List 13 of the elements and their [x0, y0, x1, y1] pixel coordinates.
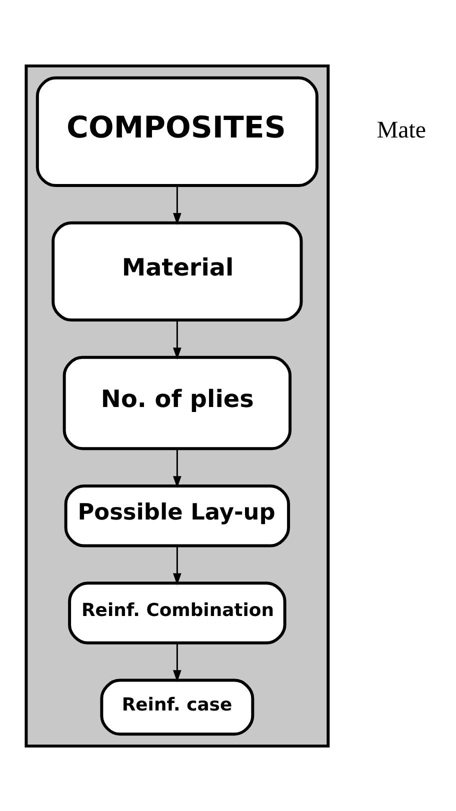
node-box: Material [52, 220, 303, 322]
arrow [172, 546, 182, 585]
arrow [172, 320, 182, 360]
arrow [172, 448, 182, 488]
node-box: Possible Lay-up [64, 484, 290, 547]
node-box: No. of plies [62, 355, 292, 450]
node-box: COMPOSITES [36, 76, 318, 187]
node-box: Reinf. case [100, 678, 254, 736]
arrow [172, 185, 182, 225]
label: Mate [376, 116, 426, 143]
arrow [172, 642, 182, 682]
cluster [24, 64, 330, 748]
node-box: Reinf. Combination [68, 581, 286, 644]
